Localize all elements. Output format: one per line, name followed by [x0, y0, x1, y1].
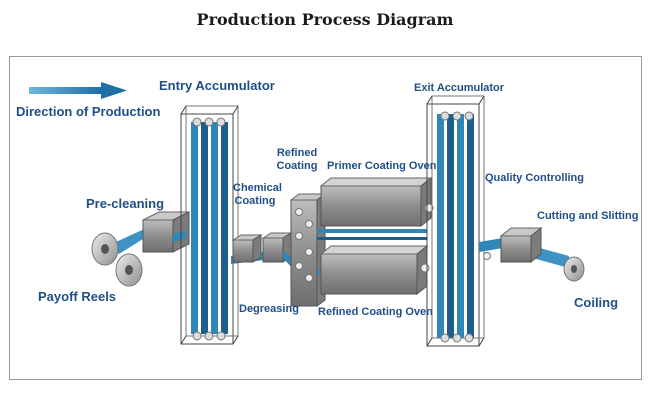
direction-of-production-label: Direction of Production: [16, 104, 161, 119]
quality-control-section: [479, 238, 503, 260]
pre-cleaning-unit: [142, 211, 190, 253]
production-line-diagram: [29, 82, 585, 347]
refined-coating-oven-label: Refined Coating Oven: [318, 306, 433, 318]
chemical-coating-label-line1: Chemical: [233, 182, 282, 194]
page-title: Production Process Diagram: [196, 10, 454, 29]
chemical-coating-label: Chemical Coating: [233, 182, 282, 208]
exit-accumulator-label: Exit Accumulator: [414, 82, 505, 94]
refined-coating-label: Refined Coating: [276, 147, 318, 173]
refined-coating-label-line1: Refined: [276, 147, 318, 159]
direction-arrow: [29, 82, 127, 99]
degreasing-unit: [231, 234, 264, 264]
pre-cleaning-label: Pre-cleaning: [86, 196, 165, 211]
refined-coating-label-line2: Coating: [276, 160, 318, 172]
degreasing-label: Degreasing: [239, 303, 299, 315]
chemical-coating-label-line2: Coating: [234, 195, 276, 207]
primer-coating-oven-label: Primer Coating Oven: [327, 160, 437, 172]
payoff-reels: [91, 226, 151, 287]
entry-accumulator-label: Entry Accumulator: [159, 78, 275, 93]
payoff-reels-label: Payoff Reels: [38, 289, 117, 304]
entry-accumulator: [180, 105, 239, 345]
exit-accumulator: [426, 95, 485, 347]
cutting-slitting-unit: [499, 226, 569, 268]
refined-coating-oven: [319, 244, 430, 296]
cutting-and-slitting-label: Cutting and Slitting: [537, 210, 639, 222]
coiling-reel: [563, 256, 585, 282]
primer-coating-oven: [319, 176, 434, 228]
coiling-label: Coiling: [574, 295, 619, 310]
quality-controlling-label: Quality Controlling: [485, 172, 584, 184]
